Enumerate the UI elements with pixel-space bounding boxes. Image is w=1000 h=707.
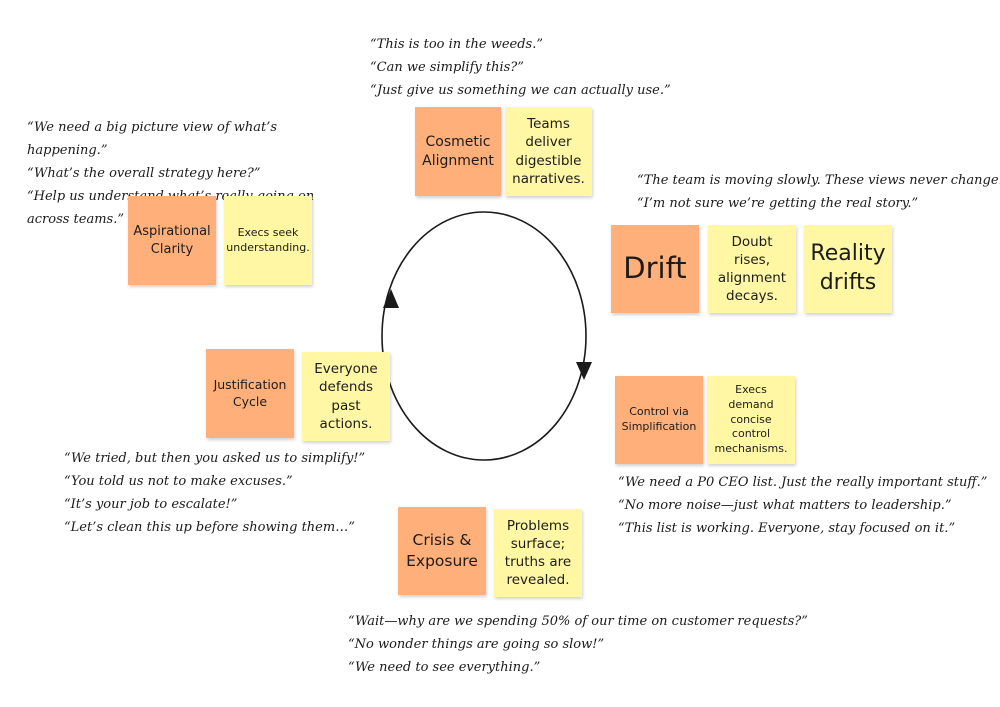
cycle-ellipse [381, 211, 587, 461]
drift-quotes: “The team is moving slowly. These views … [637, 169, 1000, 215]
justification-quotes: “We tried, but then you asked us to simp… [64, 447, 365, 539]
cycle-arrow-up [383, 289, 399, 308]
quote: “You told us not to make excuses.” [64, 474, 293, 489]
phase-note-drift: Drift [611, 225, 699, 313]
description-note-cosmetic-alignment: Teams deliver digestible narratives. [505, 107, 592, 196]
quote: “Just give us something we can actually … [370, 83, 671, 98]
crisis-quotes: “Wait—why are we spending 50% of our tim… [348, 610, 808, 679]
quote: “I’m not sure we’re getting the real sto… [637, 196, 919, 211]
quote: “No wonder things are going so slow!” [348, 637, 605, 652]
phase-note-crisis-exposure: Crisis & Exposure [398, 507, 486, 595]
phase-note-control-via-simplification: Control via Simplification [615, 376, 703, 464]
description-note-crisis-exposure: Problems surface; truths are revealed. [494, 509, 582, 597]
quote: “We need to see everything.” [348, 660, 541, 675]
phase-note-justification-cycle: Justification Cycle [206, 349, 294, 438]
description-note-control-via-simplification: Execs demand concise control mechanisms. [707, 376, 795, 464]
description-note-justification-cycle: Everyone defends past actions. [302, 352, 390, 441]
phase-note-cosmetic-alignment: Cosmetic Alignment [415, 107, 501, 196]
quote: “We need a big picture view of what’s ha… [27, 120, 278, 158]
cycle-arrow-down [576, 362, 592, 380]
quote: “This is too in the weeds.” [370, 37, 543, 52]
quote: “Can we simplify this?” [370, 60, 524, 75]
quote: “The team is moving slowly. These views … [637, 173, 1000, 188]
description-note-aspirational-clarity: Execs seek understanding. [224, 196, 312, 285]
quote: “No more noise—just what matters to lead… [618, 498, 952, 513]
quote: “We need a P0 CEO list. Just the really … [618, 475, 988, 490]
quote: “Let’s clean this up before showing them… [64, 520, 355, 535]
quote: “It’s your job to escalate!” [64, 497, 238, 512]
quote: “We tried, but then you asked us to simp… [64, 451, 366, 466]
quote: “Wait—why are we spending 50% of our tim… [348, 614, 808, 629]
control-quotes: “We need a P0 CEO list. Just the really … [618, 471, 987, 540]
cosmetic-quotes: “This is too in the weeds.” “Can we simp… [370, 33, 671, 102]
phase-note-aspirational-clarity: Aspirational Clarity [128, 196, 216, 285]
description-note-drift: Doubt rises, alignment decays. [708, 225, 796, 313]
quote: “What’s the overall strategy here?” [27, 166, 261, 181]
quote: “This list is working. Everyone, stay fo… [618, 521, 956, 536]
reality-drifts-note: Reality drifts [804, 225, 892, 313]
